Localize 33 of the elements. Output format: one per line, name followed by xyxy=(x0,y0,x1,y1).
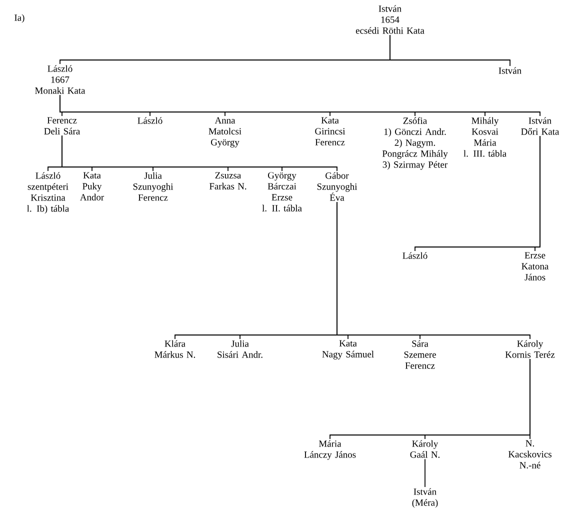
person-name: István xyxy=(498,67,522,74)
person-name: Mária Lánczy János xyxy=(304,440,356,460)
person-name: Erzse Katona János xyxy=(522,252,549,280)
family-line xyxy=(336,202,530,340)
family-line xyxy=(62,135,338,172)
family-line xyxy=(390,34,510,66)
person-name: Klára Márkus N. xyxy=(154,340,196,358)
person-name: Sára Szemere Ferencz xyxy=(404,340,436,369)
person-name: István 1654 ecsédi Röthi Kata xyxy=(356,5,424,34)
person-name: László 1667 Monaki Kata xyxy=(35,65,86,94)
person-name: Kata Girincsi Ferencz xyxy=(315,117,346,146)
family-line xyxy=(534,136,540,252)
family-line xyxy=(424,458,426,488)
person-name: László szentpéteri Krisztina l. Ib) tábla xyxy=(27,172,70,214)
person-name: Mihály Kosvai Mária l. III. tábla xyxy=(464,117,506,157)
person-name: Gábor Szunyoghi Éva xyxy=(317,172,358,201)
person-name: László xyxy=(402,252,428,259)
person-name: László xyxy=(138,117,162,124)
person-name: György Bárczai Erzse l. II. tábla xyxy=(262,172,302,212)
person-name: Ferencz Deli Sára xyxy=(44,117,80,134)
person-name: N. Kacskovics N.-né xyxy=(508,440,552,468)
person-name: Kata Puky Andor xyxy=(80,172,104,200)
person-name: Julia Szunyoghi Ferencz xyxy=(133,172,174,201)
person-name: István (Méra) xyxy=(412,488,438,508)
person-name: Károly Gaál N. xyxy=(410,440,440,458)
person-name: Zsuzsa Farkas N. xyxy=(209,172,246,190)
person-name: Julia Sisári Andr. xyxy=(218,340,262,358)
table-label: Ia) xyxy=(14,14,24,23)
person-name: István Dőri Kata xyxy=(521,117,560,135)
person-name: Anna Matolcsi György xyxy=(208,117,242,148)
person-name: Kata Nagy Sámuel xyxy=(322,340,374,360)
person-name: Károly Kornis Teréz xyxy=(505,340,555,358)
person-name: Zsófia 1) Gönczi Andr. 2) Nagym. Pongrácz Mihály 3) Szirmay Péter xyxy=(382,117,448,170)
